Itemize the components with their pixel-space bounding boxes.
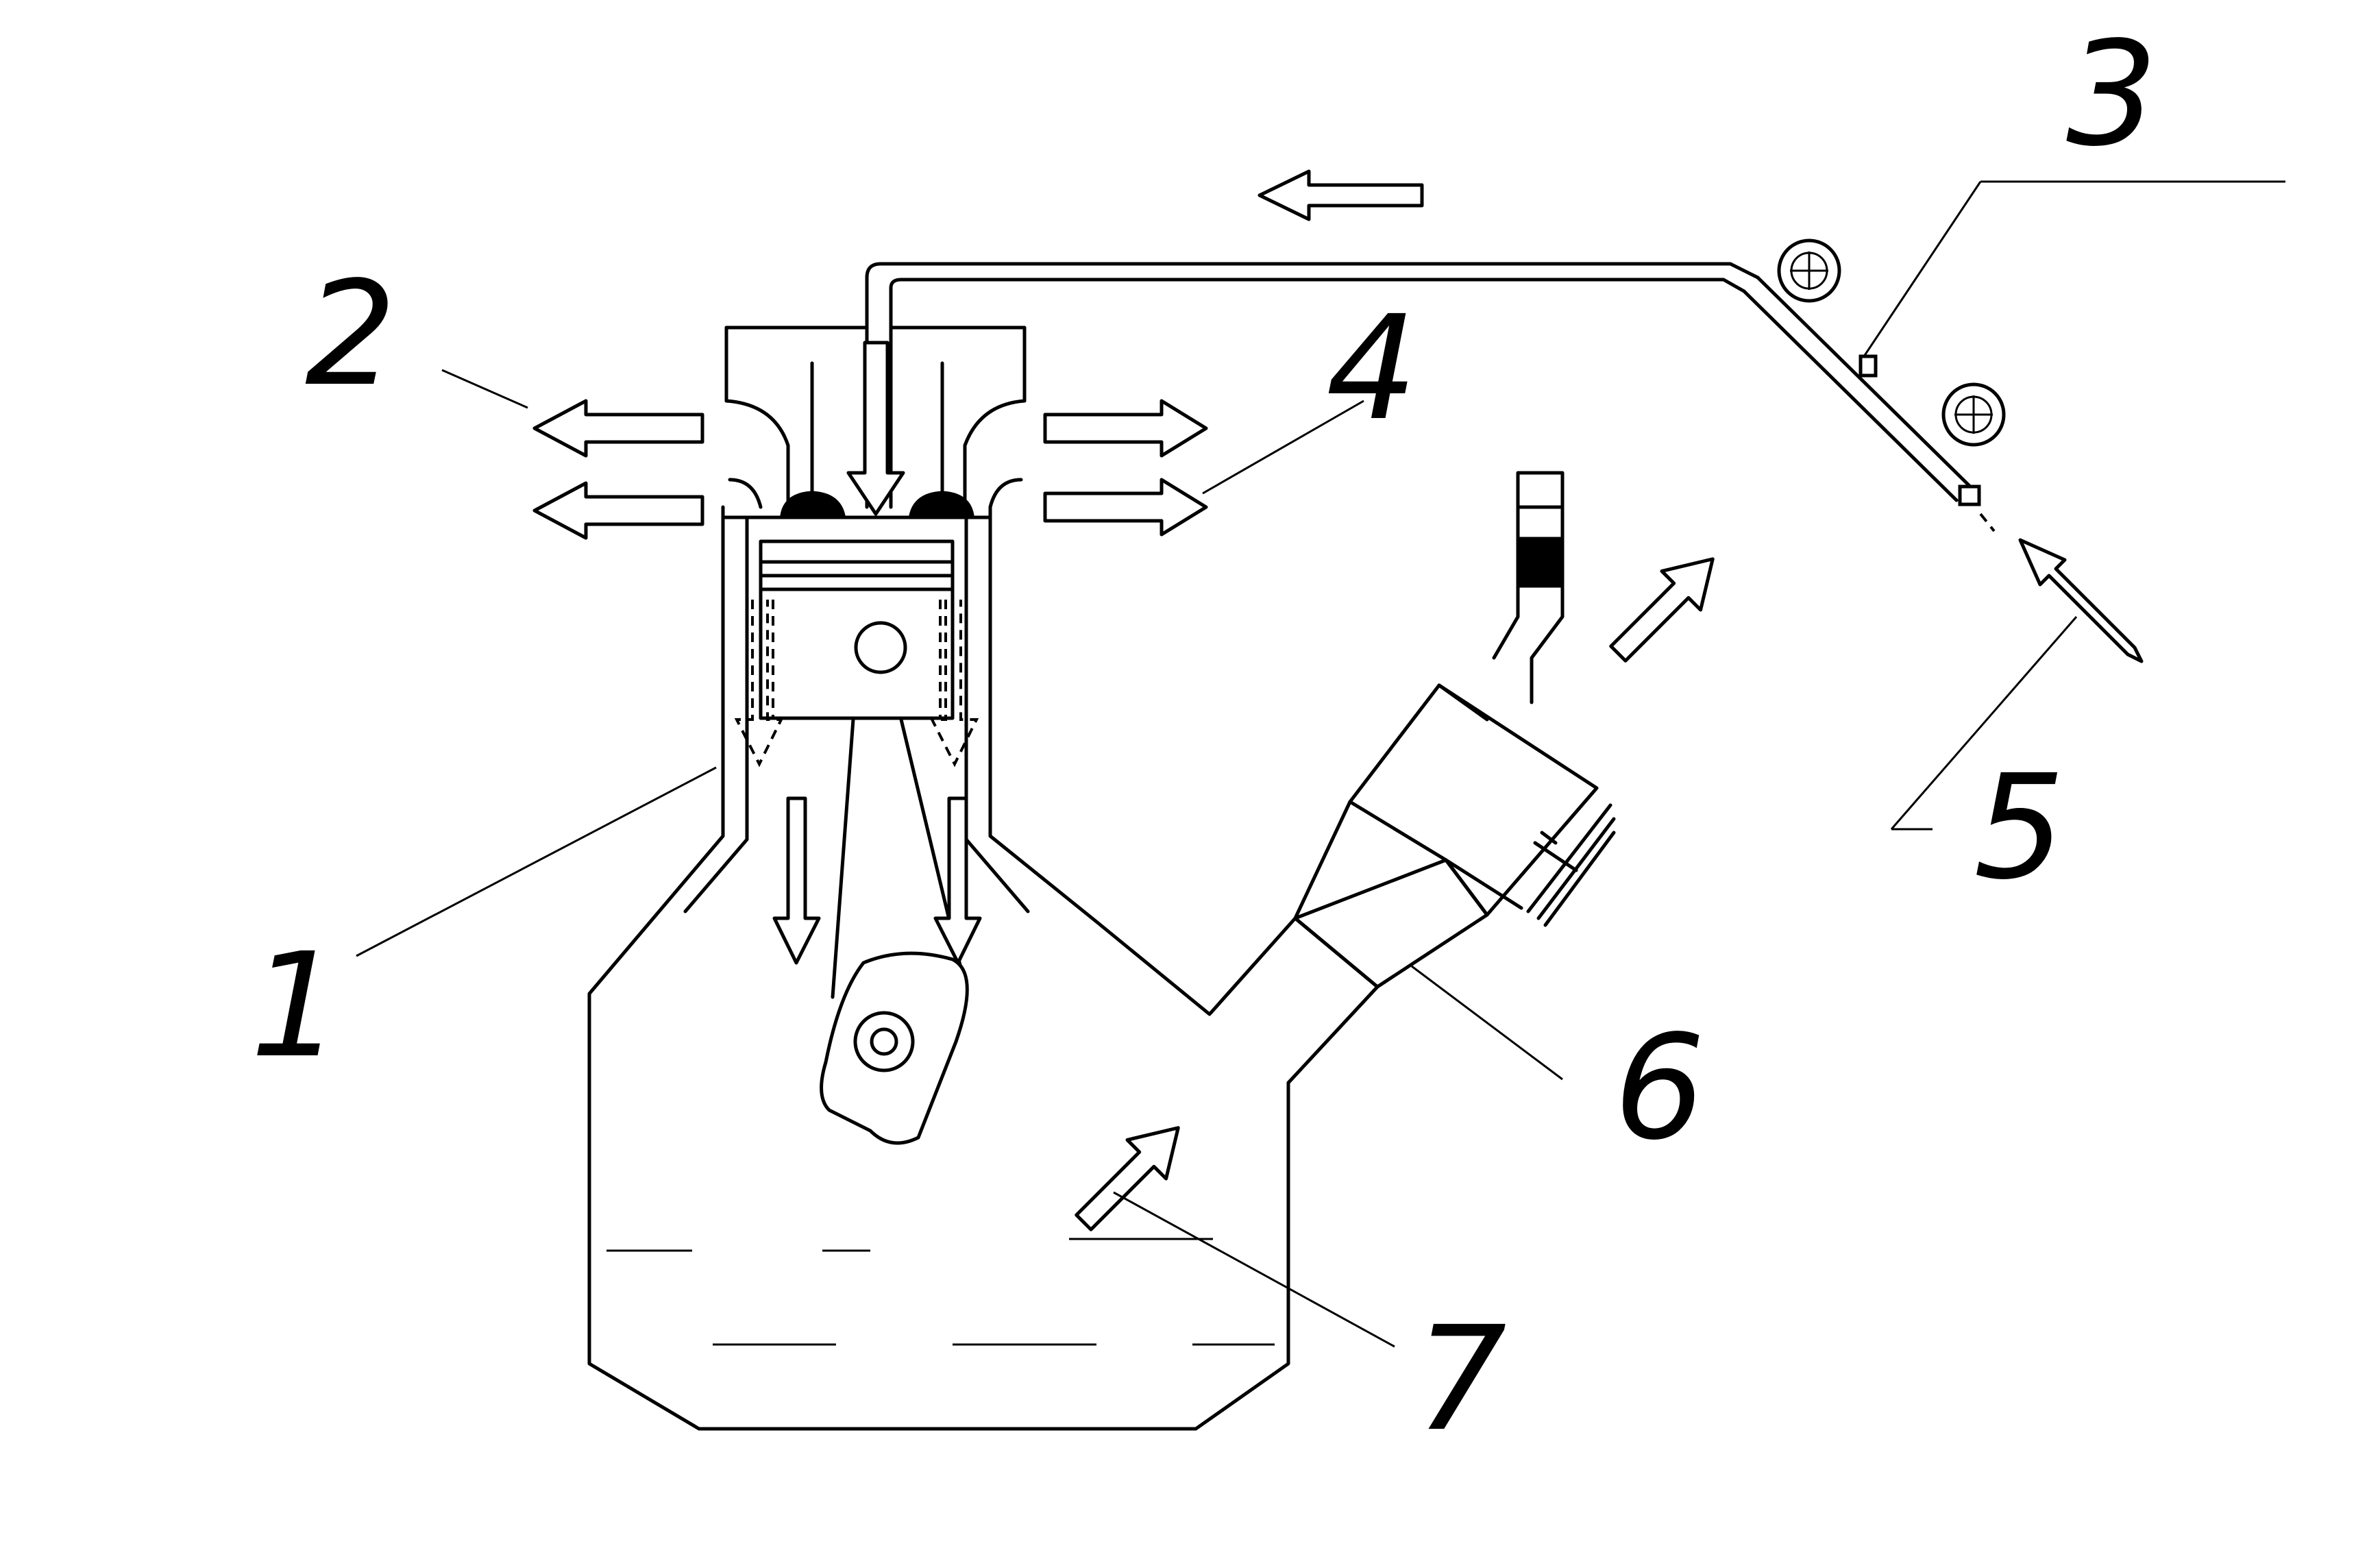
pipe-flow-left-arrow-icon <box>1258 169 1424 221</box>
label-7: 7 <box>1415 1295 1507 1463</box>
right-arrow-icon <box>1043 399 1208 458</box>
gas-flow-arrows <box>532 169 2144 1231</box>
oil-separator <box>1293 471 1616 989</box>
down-arrow-icon <box>933 796 982 965</box>
ventilation-pipe <box>865 262 1972 502</box>
pressure-gauges <box>1777 238 2006 532</box>
piston-pin-icon <box>854 621 907 674</box>
label-3: 3 <box>2066 10 2158 178</box>
filter-fins-icon <box>1526 803 1616 927</box>
piston <box>759 539 955 720</box>
dipstick-mark <box>1517 537 1564 587</box>
crankcase <box>587 752 1379 1431</box>
label-2: 2 <box>305 250 397 418</box>
end-fitting-icon <box>1958 484 1981 506</box>
leader-lines <box>356 180 2285 1348</box>
label-6: 6 <box>1614 1004 1706 1172</box>
exhaust-valve-icon <box>909 491 974 517</box>
right-arrow-icon <box>1043 478 1208 537</box>
diagonal-up-arrow-icon <box>1609 557 1715 663</box>
label-1: 1 <box>250 922 342 1090</box>
intake-down-arrow-icon <box>846 341 905 516</box>
left-arrow-icon <box>532 399 704 458</box>
part-labels: 1 2 3 4 5 6 7 <box>250 10 2158 1463</box>
down-arrow-icon <box>772 796 821 965</box>
air-inlet-arrow-icon <box>2018 538 2144 663</box>
left-arrow-icon <box>532 481 704 540</box>
label-5: 5 <box>1974 744 2065 911</box>
label-4: 4 <box>1326 284 1418 452</box>
valve-fitting-icon <box>1858 354 1878 378</box>
cylinder-head <box>724 326 1027 517</box>
cylinder <box>721 505 992 756</box>
blow-by-arrows <box>734 600 979 768</box>
intake-valve-icon <box>780 491 846 517</box>
diagonal-up-arrow-icon <box>1075 1126 1180 1231</box>
